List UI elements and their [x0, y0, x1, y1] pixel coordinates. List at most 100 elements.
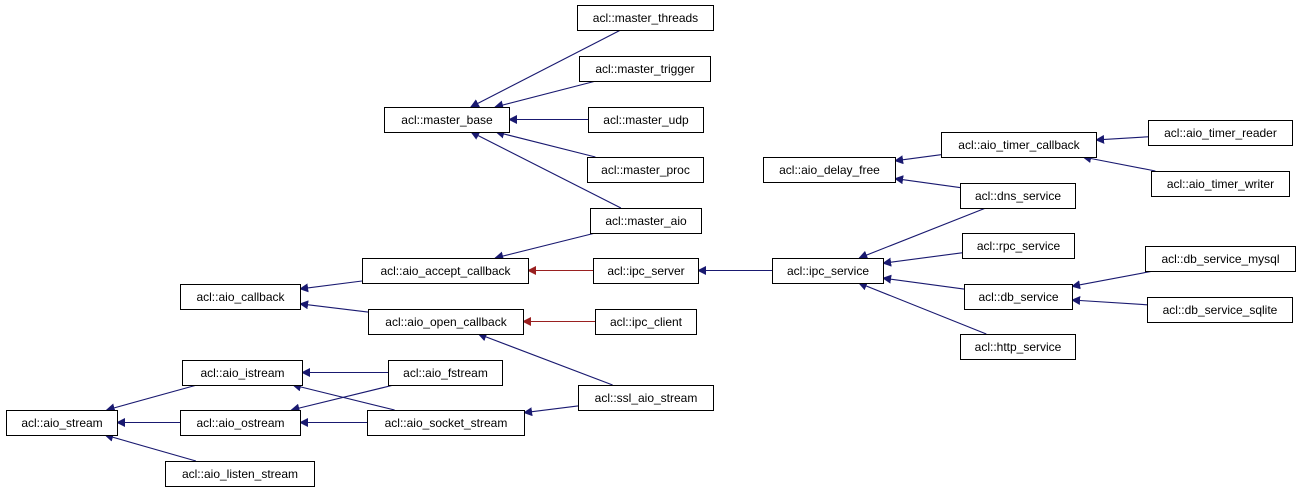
- class-node-aio-delay-free[interactable]: acl::aio_delay_free: [763, 157, 896, 183]
- class-node-label: acl::db_service: [978, 290, 1058, 304]
- class-node-ipc-service[interactable]: acl::ipc_service: [772, 258, 884, 284]
- class-node-dns-service[interactable]: acl::dns_service: [960, 183, 1076, 209]
- class-node-box[interactable]: [1145, 246, 1296, 272]
- class-node-aio-open-callback[interactable]: acl::aio_open_callback: [368, 309, 524, 335]
- nodes-layer: acl::master_threadsacl::master_triggerac…: [6, 5, 1296, 487]
- class-node-box[interactable]: [587, 157, 704, 183]
- class-node-aio-timer-callback[interactable]: acl::aio_timer_callback: [941, 132, 1097, 158]
- class-node-label: acl::http_service: [975, 340, 1062, 354]
- edge-master-proc-to-master-base: [495, 129, 596, 158]
- class-node-db-service-sqlite[interactable]: acl::db_service_sqlite: [1147, 297, 1293, 323]
- class-node-label: acl::ipc_service: [787, 264, 869, 278]
- class-node-box[interactable]: [1148, 120, 1293, 146]
- class-node-box[interactable]: [388, 360, 503, 386]
- class-node-box[interactable]: [1151, 171, 1290, 197]
- class-node-aio-timer-writer[interactable]: acl::aio_timer_writer: [1151, 171, 1290, 197]
- class-node-aio-fstream[interactable]: acl::aio_fstream: [388, 360, 503, 386]
- class-node-label: acl::aio_timer_callback: [958, 138, 1080, 152]
- class-node-aio-callback[interactable]: acl::aio_callback: [180, 284, 301, 310]
- edge-master-aio-to-master-base: [470, 131, 622, 209]
- class-node-box[interactable]: [578, 385, 714, 411]
- class-node-label: acl::aio_timer_reader: [1164, 126, 1277, 140]
- class-node-aio-socket-stream[interactable]: acl::aio_socket_stream: [367, 410, 525, 436]
- class-node-db-service[interactable]: acl::db_service: [964, 284, 1073, 310]
- class-node-label: acl::aio_socket_stream: [385, 416, 508, 430]
- class-node-ssl-aio-stream[interactable]: acl::ssl_aio_stream: [578, 385, 714, 411]
- class-node-box[interactable]: [384, 107, 510, 133]
- class-node-aio-listen-stream[interactable]: acl::aio_listen_stream: [165, 461, 315, 487]
- class-node-box[interactable]: [362, 258, 529, 284]
- edge-aio-listen-stream-to-aio-stream: [104, 432, 197, 462]
- class-node-box[interactable]: [964, 284, 1073, 310]
- edges-layer: [104, 29, 1156, 462]
- edge-aio-accept-callback-to-aio-callback: [299, 280, 363, 293]
- class-node-master-udp[interactable]: acl::master_udp: [588, 107, 704, 133]
- class-node-box[interactable]: [588, 107, 704, 133]
- edge-dns-service-to-aio-delay-free: [894, 175, 961, 189]
- class-node-label: acl::aio_stream: [21, 416, 102, 430]
- class-node-master-threads[interactable]: acl::master_threads: [577, 5, 714, 31]
- edge-db-service-sqlite-to-db-service: [1071, 296, 1148, 306]
- class-node-ipc-server[interactable]: acl::ipc_server: [593, 258, 699, 284]
- class-node-rpc-service[interactable]: acl::rpc_service: [962, 233, 1075, 259]
- class-node-box[interactable]: [763, 157, 896, 183]
- edge-aio-timer-writer-to-aio-timer-callback: [1082, 154, 1156, 172]
- class-node-label: acl::ipc_client: [610, 315, 683, 329]
- edge-db-service-mysql-to-db-service: [1071, 270, 1154, 290]
- class-node-aio-istream[interactable]: acl::aio_istream: [182, 360, 303, 386]
- class-node-ipc-client[interactable]: acl::ipc_client: [595, 309, 697, 335]
- class-node-label: acl::master_base: [401, 113, 493, 127]
- class-node-http-service[interactable]: acl::http_service: [960, 334, 1076, 360]
- class-node-label: acl::aio_callback: [196, 290, 285, 304]
- class-node-box[interactable]: [941, 132, 1097, 158]
- edge-aio-timer-callback-to-aio-delay-free: [894, 154, 942, 165]
- class-node-box[interactable]: [962, 233, 1075, 259]
- edge-aio-open-callback-to-aio-callback: [299, 300, 369, 313]
- edge-master-threads-to-master-base: [469, 29, 621, 108]
- class-node-label: acl::rpc_service: [977, 239, 1061, 253]
- edge-rpc-service-to-ipc-service: [882, 252, 963, 267]
- class-node-label: acl::aio_open_callback: [385, 315, 507, 329]
- class-node-box[interactable]: [579, 56, 711, 82]
- class-node-aio-stream[interactable]: acl::aio_stream: [6, 410, 118, 436]
- class-node-box[interactable]: [165, 461, 315, 487]
- class-node-label: acl::ipc_server: [607, 264, 684, 278]
- class-node-box[interactable]: [960, 183, 1076, 209]
- class-node-box[interactable]: [590, 208, 702, 234]
- class-node-label: acl::dns_service: [975, 189, 1061, 203]
- class-node-label: acl::master_aio: [605, 214, 687, 228]
- class-node-aio-ostream[interactable]: acl::aio_ostream: [180, 410, 301, 436]
- class-node-master-proc[interactable]: acl::master_proc: [587, 157, 704, 183]
- edge-aio-socket-stream-to-aio-istream: [292, 382, 395, 411]
- class-node-box[interactable]: [368, 309, 524, 335]
- class-node-aio-accept-callback[interactable]: acl::aio_accept_callback: [362, 258, 529, 284]
- class-node-label: acl::db_service_sqlite: [1163, 303, 1278, 317]
- class-node-box[interactable]: [1147, 297, 1293, 323]
- class-node-label: acl::aio_accept_callback: [380, 264, 511, 278]
- class-node-label: acl::aio_istream: [200, 366, 284, 380]
- class-node-label: acl::aio_listen_stream: [182, 467, 298, 481]
- class-node-box[interactable]: [960, 334, 1076, 360]
- class-node-box[interactable]: [577, 5, 714, 31]
- class-node-box[interactable]: [182, 360, 303, 386]
- class-node-label: acl::master_threads: [593, 11, 698, 25]
- edge-dns-service-to-ipc-service: [858, 207, 987, 260]
- class-node-box[interactable]: [6, 410, 118, 436]
- class-node-label: acl::db_service_mysql: [1161, 252, 1279, 266]
- class-node-box[interactable]: [367, 410, 525, 436]
- class-node-label: acl::master_udp: [603, 113, 689, 127]
- class-node-aio-timer-reader[interactable]: acl::aio_timer_reader: [1148, 120, 1293, 146]
- edge-aio-istream-to-aio-stream: [105, 384, 198, 413]
- class-node-db-service-mysql[interactable]: acl::db_service_mysql: [1145, 246, 1296, 272]
- class-node-label: acl::ssl_aio_stream: [595, 391, 698, 405]
- class-node-master-aio[interactable]: acl::master_aio: [590, 208, 702, 234]
- edge-master-trigger-to-master-base: [494, 80, 597, 110]
- class-node-box[interactable]: [593, 258, 699, 284]
- class-node-box[interactable]: [180, 410, 301, 436]
- class-node-master-trigger[interactable]: acl::master_trigger: [579, 56, 711, 82]
- class-node-box[interactable]: [180, 284, 301, 310]
- class-node-box[interactable]: [595, 309, 697, 335]
- class-node-box[interactable]: [772, 258, 884, 284]
- class-node-master-base[interactable]: acl::master_base: [384, 107, 510, 133]
- edge-http-service-to-ipc-service: [857, 281, 987, 335]
